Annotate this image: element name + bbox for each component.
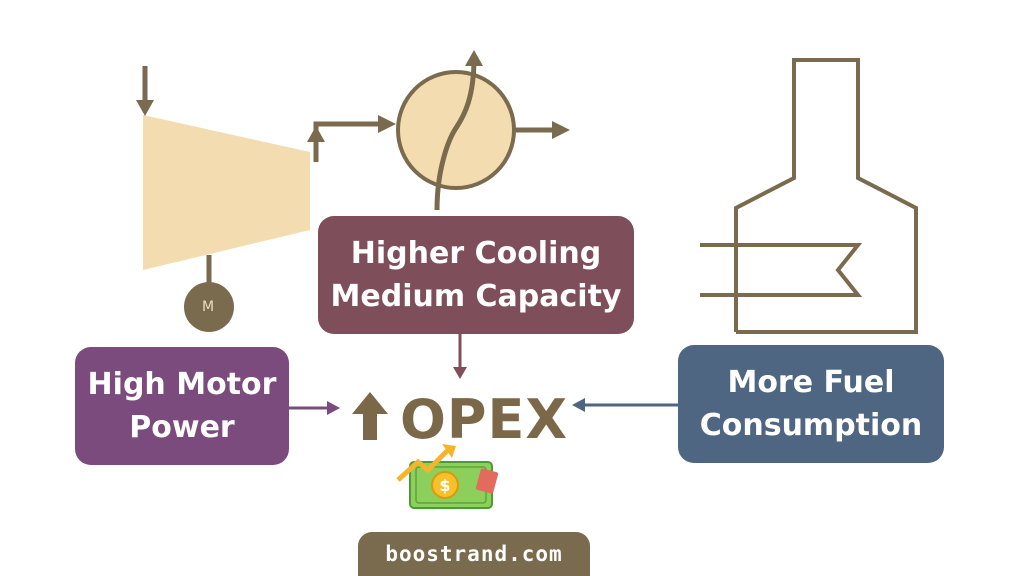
motor-box-line-1: High Motor	[87, 366, 277, 402]
inlet-arrow-icon	[136, 100, 154, 116]
arrow-motor-to-opex	[289, 401, 340, 415]
motor-label: M	[201, 299, 215, 315]
website-footer-link[interactable]: boostrand.com	[358, 532, 590, 576]
money-growth-icon: $	[396, 444, 499, 509]
furnace-icon	[700, 58, 918, 334]
arrow-cooling-to-opex	[453, 334, 467, 379]
discharge-pipe	[307, 115, 396, 162]
motor-icon	[184, 282, 234, 332]
high-motor-power-box: High Motor Power	[75, 347, 289, 465]
fuel-box-line-2: Consumption	[699, 408, 923, 443]
fuel-box-line-1: More Fuel	[727, 364, 895, 400]
higher-cooling-medium-capacity-box: Higher Cooling Medium Capacity	[318, 216, 634, 334]
cooler-icon	[396, 50, 570, 211]
cooling-box-line-2: Medium Capacity	[330, 279, 622, 314]
up-arrow-icon	[352, 392, 388, 440]
cooling-box-line-1: Higher Cooling	[350, 235, 602, 271]
more-fuel-consumption-box: More Fuel Consumption	[678, 345, 944, 463]
compressor	[136, 66, 310, 332]
svg-text:$: $	[439, 476, 450, 495]
arrow-fuel-to-opex	[572, 398, 678, 412]
motor-box-line-2: Power	[129, 410, 235, 445]
opex-label: OPEX	[400, 388, 569, 451]
